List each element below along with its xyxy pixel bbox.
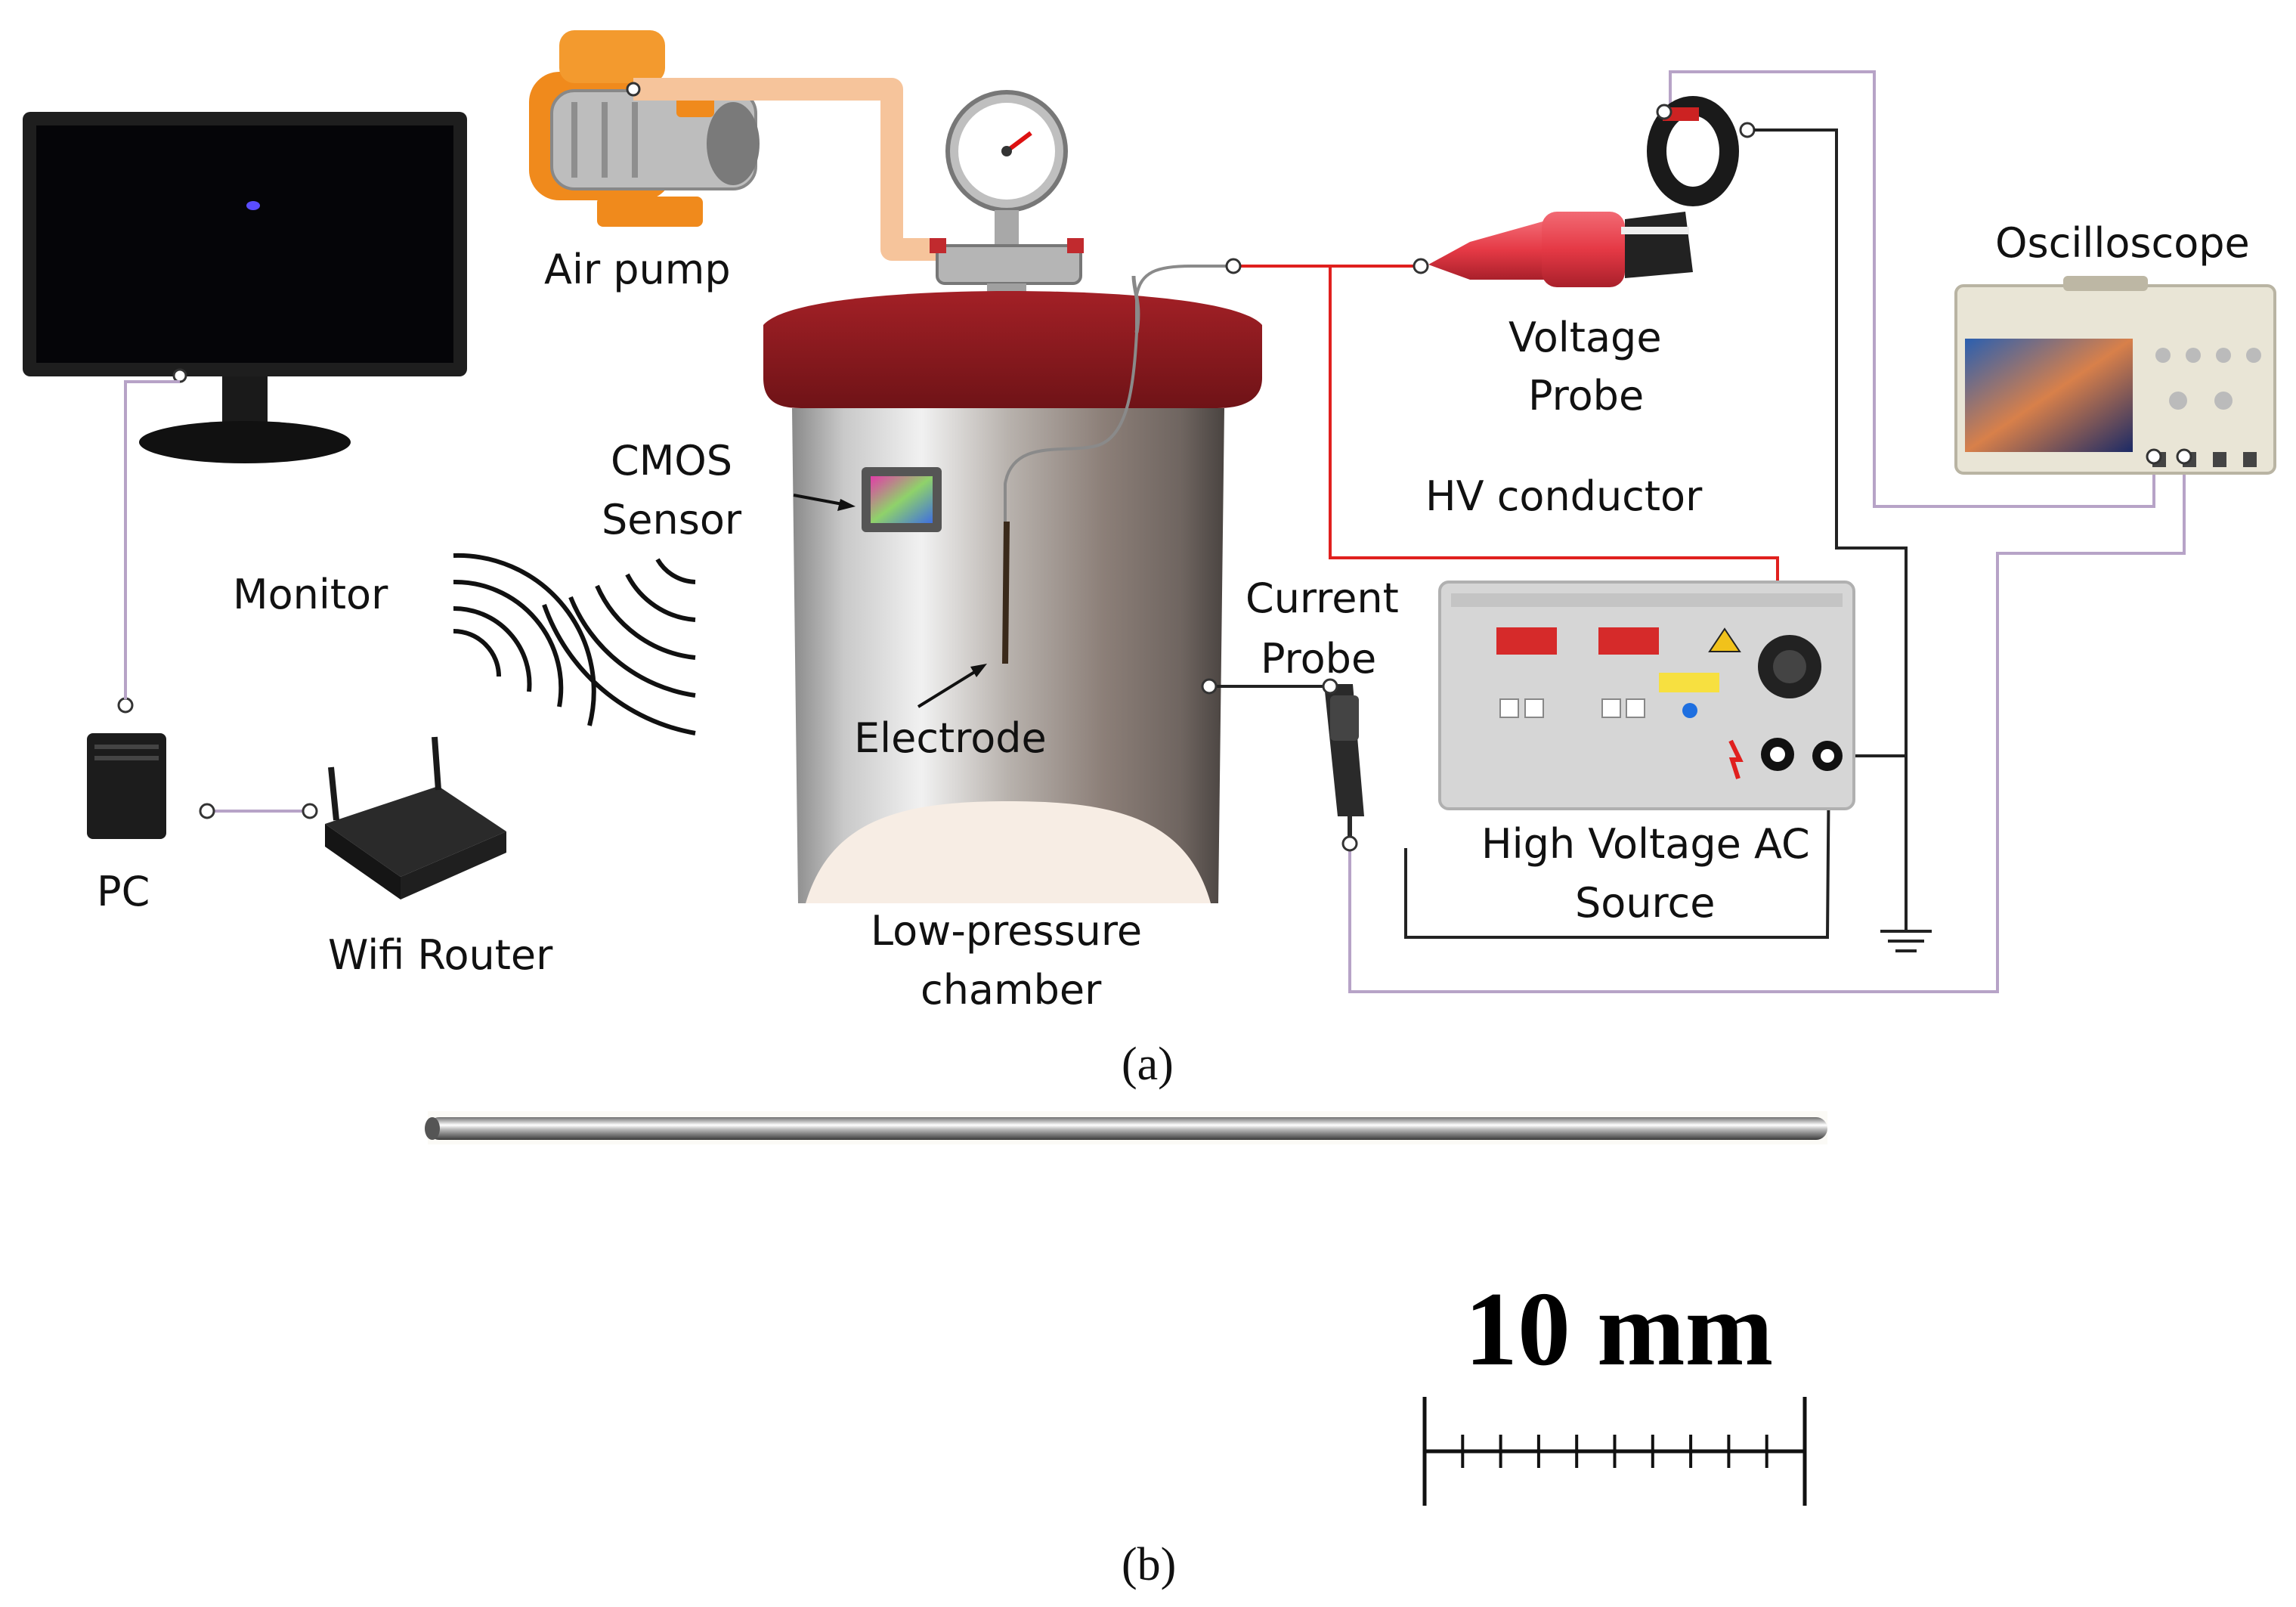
chamber-lead-wire [1004,265,1233,529]
electrode-rod [1002,521,1010,664]
label-hv-source-line1: High Voltage AC [1481,820,1810,868]
label-chamber-line2: chamber [921,966,1102,1014]
label-chamber-line1: Low-pressure [871,907,1142,955]
panel-b: 10 mm (b) [425,1111,1827,1590]
label-oscilloscope: Oscilloscope [1995,219,2250,267]
caption-a: (a) [1122,1039,1174,1090]
air-pump-icon [529,30,760,227]
wifi-router-icon [325,736,506,899]
pressure-gauge-icon [930,90,1084,306]
label-hv-source-line2: Source [1575,879,1715,927]
router-wireless-waves-icon [453,553,596,726]
scale-bar-label: 10 mm [1465,1271,1773,1388]
caption-b: (b) [1122,1539,1176,1590]
panel-a: Air pump Monitor CMOS Sensor Electrode P… [23,30,2276,1090]
scale-bar [1422,1397,1807,1506]
ground-symbol-icon [1880,930,1932,952]
cmos-pointer-arrow [793,494,847,506]
air-hose [633,78,945,261]
label-electrode: Electrode [854,714,1047,762]
oscilloscope-icon [1954,276,2276,475]
label-current: Current [1245,574,1399,622]
voltage-probe-icon [1428,96,1739,287]
label-current-probe: Probe [1261,635,1376,683]
label-cmos-sensor: Sensor [602,496,742,543]
label-voltage: Voltage [1508,314,1662,361]
label-hv-conductor: HV conductor [1425,472,1703,520]
data-wires [124,70,2186,993]
label-air-pump: Air pump [544,246,731,293]
electrode-pointer-arrow [917,667,981,708]
label-wifi-router: Wifi Router [328,931,553,979]
cmos-wireless-waves-icon [542,558,696,735]
cmos-sensor-icon [862,467,942,532]
low-pressure-chamber [763,275,1262,903]
label-voltage-probe: Probe [1528,372,1644,420]
monitor-icon [23,112,467,463]
hv-ac-source-icon [1438,581,1855,810]
pc-tower-icon [87,733,166,839]
label-cmos: CMOS [611,437,732,485]
label-pc: PC [97,868,150,915]
current-probe-icon [1324,684,1364,839]
label-monitor: Monitor [233,571,388,618]
